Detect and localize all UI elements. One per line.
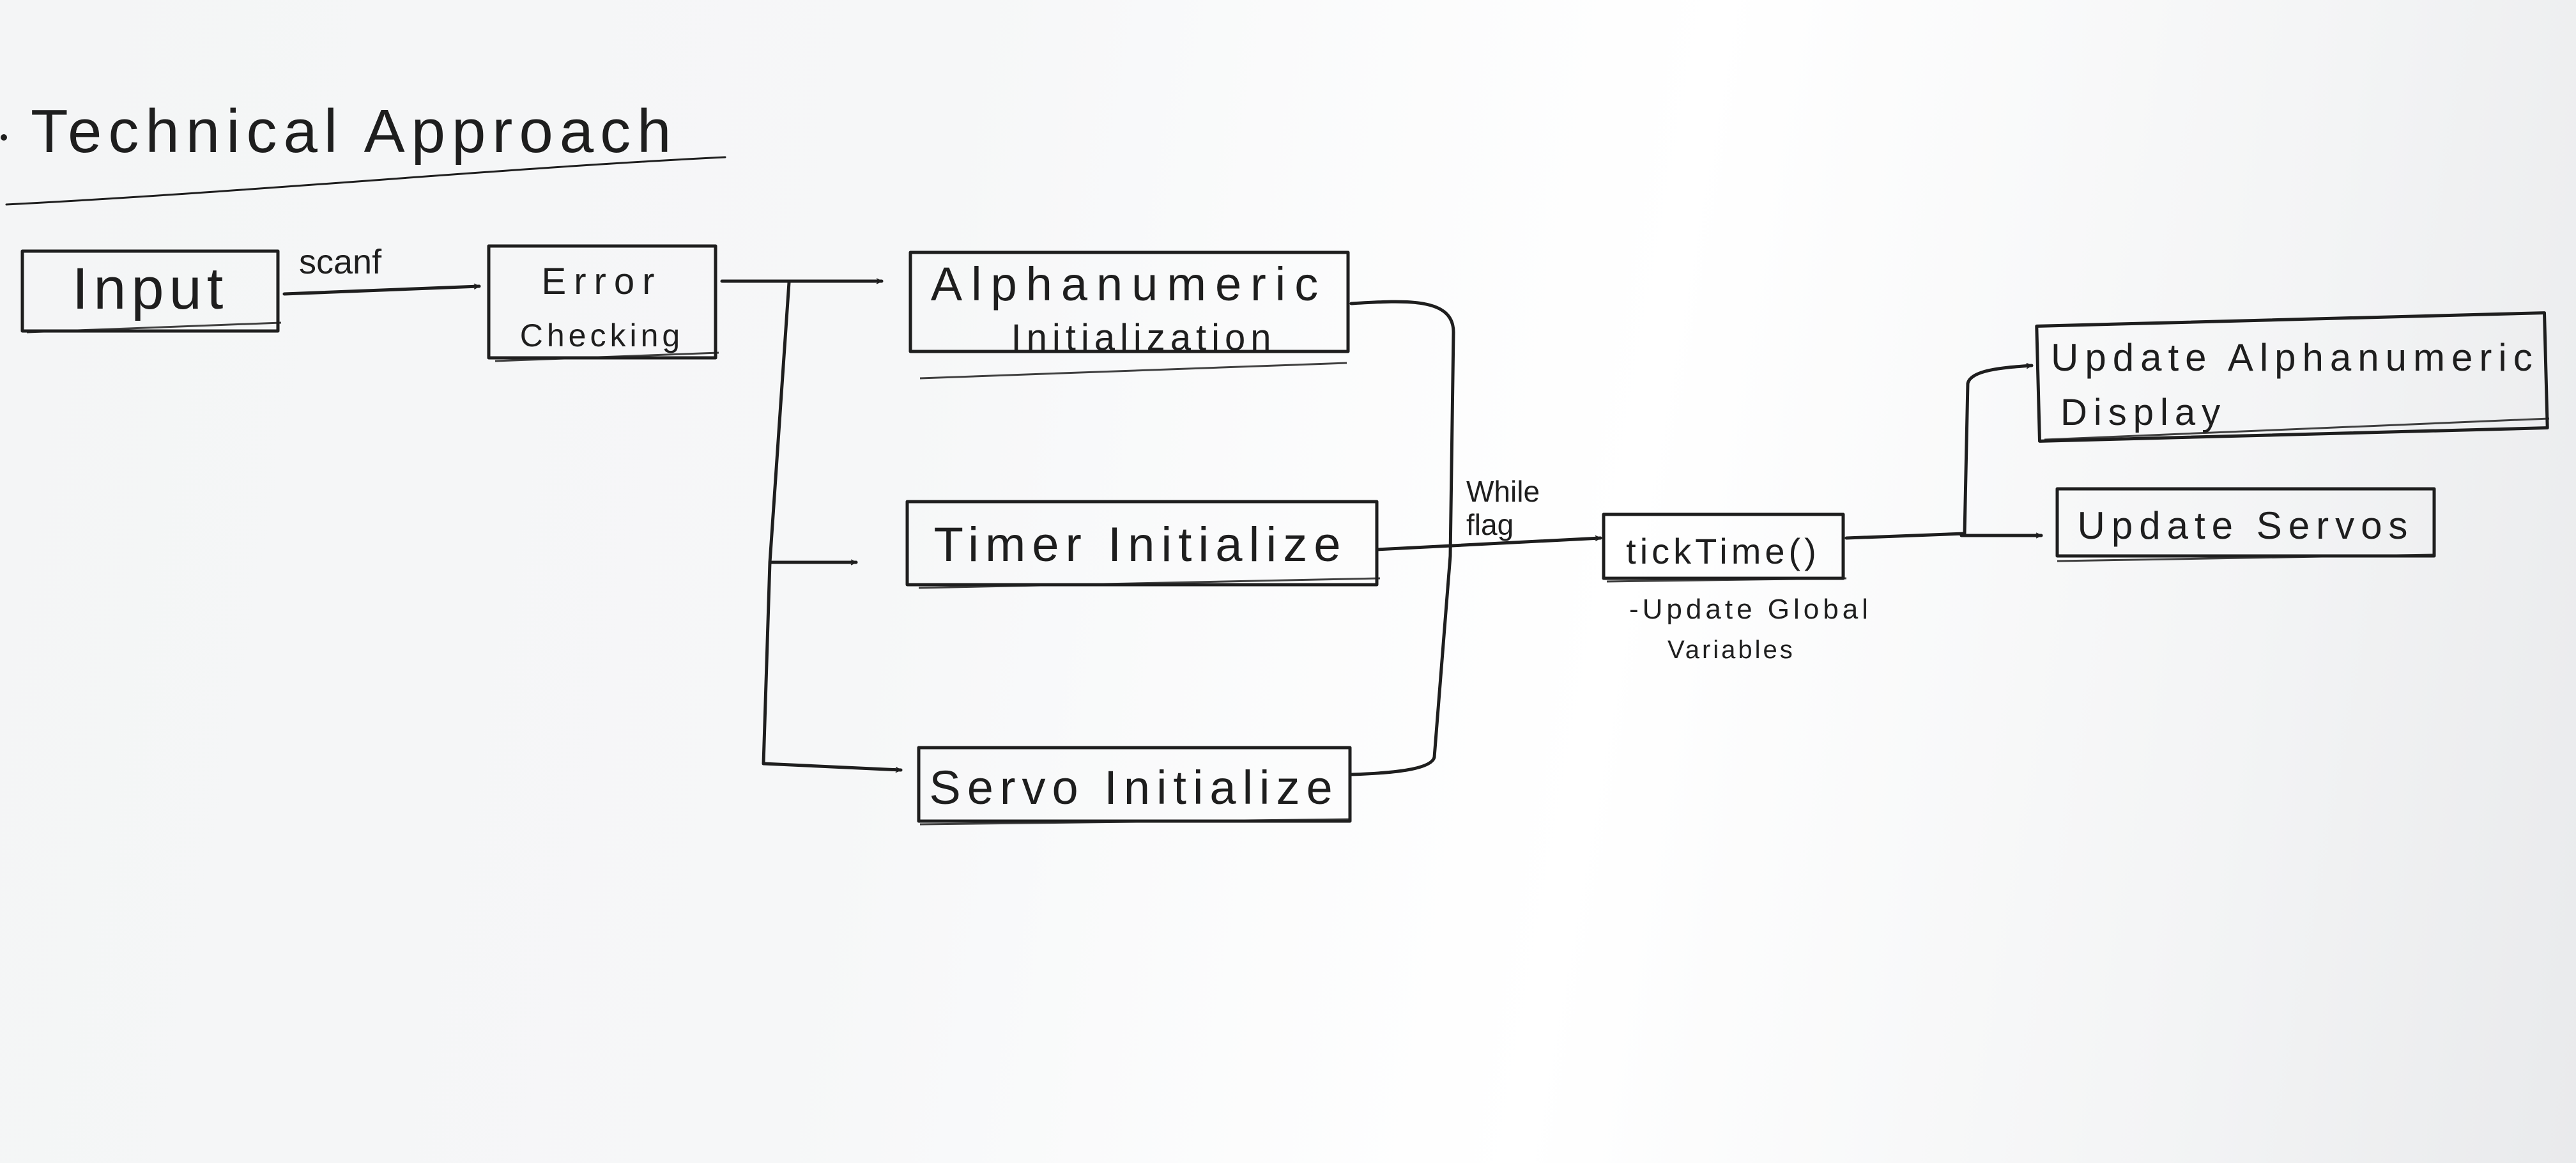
ticktime-note-line-1: -Update Global (1629, 594, 1872, 625)
error-checking-line-2: Checking (520, 318, 684, 353)
node-input: Input (20, 249, 282, 334)
page-title: Technical Approach (31, 97, 678, 166)
edge-input-to-error: scanf (282, 243, 481, 296)
ticktime-box (1602, 512, 1845, 580)
edges-ticktime-to-updates (1844, 366, 2043, 540)
update-servos-box (2055, 487, 2436, 558)
edge-label-flag: flag (1466, 508, 1514, 541)
ticktime-note-line-2: Variables (1667, 636, 1795, 664)
input-box (20, 249, 280, 333)
timer-init-box (905, 500, 1379, 587)
node-ticktime: tickTime() -Update Global Variables (1602, 512, 1872, 664)
update-alphanumeric-box (2035, 311, 2549, 443)
alphanumeric-init-line-1: Alphanumeric (931, 258, 1327, 311)
servo-init-label: Servo Initialize (929, 761, 1338, 814)
edge-inits-to-ticktime: While flag (1349, 300, 1602, 776)
node-timer-initialize: Timer Initialize (905, 500, 1381, 589)
alphanumeric-init-box (908, 250, 1350, 353)
edge-label-scanf: scanf (299, 243, 382, 281)
update-alphanumeric-line-1: Update Alphanumeric (2051, 336, 2539, 379)
edge-label-while: While (1466, 475, 1540, 508)
input-label: Input (72, 256, 229, 321)
ticktime-label: tickTime() (1626, 531, 1820, 571)
alphanumeric-init-line-2: Initialization (1011, 317, 1276, 358)
node-error-checking: Error Checking (487, 244, 719, 362)
timer-init-label: Timer Initialize (933, 518, 1347, 572)
node-update-servos: Update Servos (2055, 487, 2436, 562)
update-alphanumeric-line-2: Display (2060, 392, 2227, 433)
node-servo-initialize: Servo Initialize (917, 746, 1352, 826)
title-group: Technical Approach (1, 97, 726, 206)
update-servos-label: Update Servos (2078, 504, 2414, 547)
title-underline (5, 156, 726, 206)
node-update-alphanumeric-display: Update Alphanumeric Display (2035, 311, 2550, 443)
bullet-dot (1, 134, 7, 141)
edges-error-to-inits (720, 281, 903, 770)
node-alphanumeric-initialization: Alphanumeric Initialization (908, 250, 1350, 380)
error-checking-line-1: Error (542, 261, 663, 302)
